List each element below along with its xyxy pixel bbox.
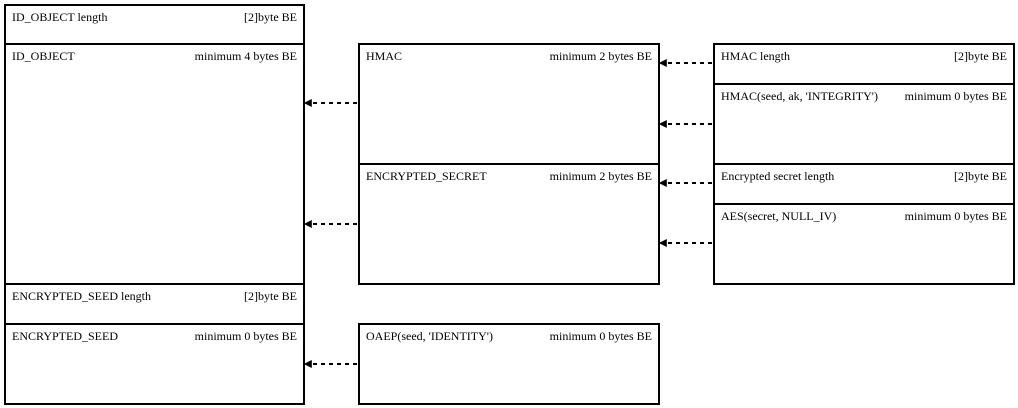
field-name: HMAC(seed, ak, 'INTEGRITY') [721,89,878,103]
field-name: HMAC [366,49,403,63]
oaep-field: OAEP(seed, 'IDENTITY') minimum 0 bytes B… [358,323,660,405]
encrypted-secret-field: ENCRYPTED_SECRET minimum 2 bytes BE [358,163,660,285]
id-object-length-field: ID_OBJECT length [2]byte BE [4,4,305,45]
field-name: ENCRYPTED_SEED [12,329,119,343]
field-name: ENCRYPTED_SECRET [366,169,487,183]
field-size: [2]byte BE [954,169,1007,183]
field-name: HMAC length [721,49,790,63]
field-name: ID_OBJECT [12,49,75,63]
field-size: [2]byte BE [954,49,1007,63]
field-size: [2]byte BE [244,10,297,24]
hmac-value-field: HMAC(seed, ak, 'INTEGRITY') minimum 0 by… [713,83,1015,165]
hmac-field: HMAC minimum 2 bytes BE [358,43,660,165]
field-size: minimum 2 bytes BE [549,49,652,63]
field-name: Encrypted secret length [721,169,835,183]
aes-secret-field: AES(secret, NULL_IV) minimum 0 bytes BE [713,203,1015,285]
field-name: ID_OBJECT length [12,10,108,24]
field-size: minimum 0 bytes BE [549,329,652,343]
field-name: OAEP(seed, 'IDENTITY') [366,329,493,343]
encrypted-seed-length-field: ENCRYPTED_SEED length [2]byte BE [4,283,305,325]
field-size: minimum 0 bytes BE [904,89,1007,103]
encrypted-seed-field: ENCRYPTED_SEED minimum 0 bytes BE [4,323,305,405]
field-size: minimum 0 bytes BE [194,329,297,343]
field-size: minimum 4 bytes BE [194,49,297,63]
field-size: [2]byte BE [244,289,297,303]
field-name: AES(secret, NULL_IV) [721,209,837,223]
field-size: minimum 0 bytes BE [904,209,1007,223]
id-object-field: ID_OBJECT minimum 4 bytes BE [4,43,305,285]
encrypted-secret-length-field: Encrypted secret length [2]byte BE [713,163,1015,205]
field-name: ENCRYPTED_SEED length [12,289,152,303]
field-size: minimum 2 bytes BE [549,169,652,183]
